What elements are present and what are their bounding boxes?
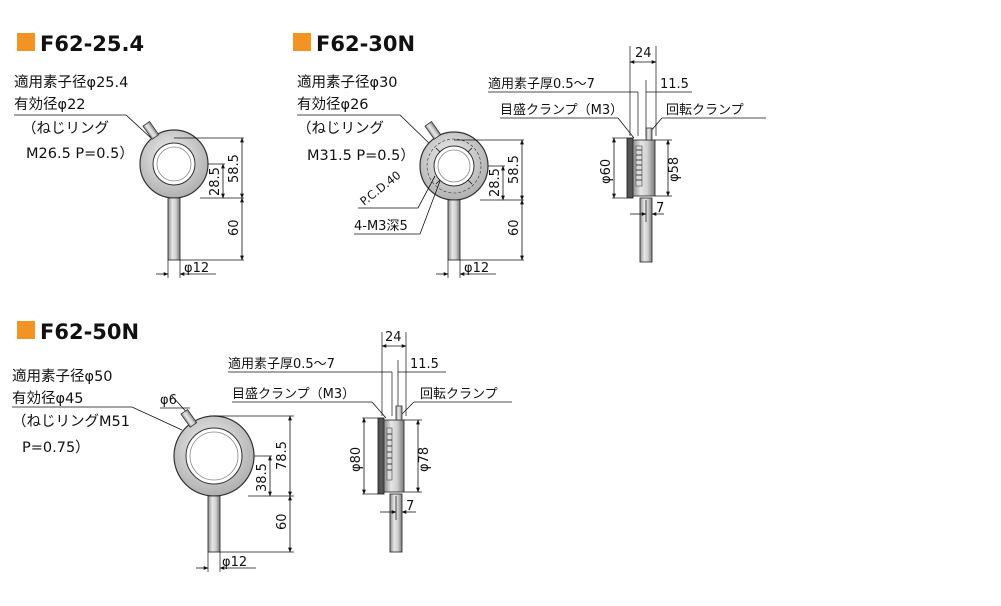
dim-offset: 11.5 [410,357,439,372]
part-f62-25-4: F62-25.4 適用素子径φ25.4 有効径φ22 （ねじリング M26.5 … [14,32,244,278]
part-f62-30n: F62-30N 適用素子径φ30 有効径φ26 （ねじリング M31.5 P=0… [293,32,524,278]
leader-line [297,114,435,149]
spec-line-2: 有効径φ45 [12,390,84,407]
spec-line-1: 適用素子径φ30 [297,73,398,91]
dim-post-offset: 7 [656,201,664,216]
side-view-f62-30n: 24 適用素子厚0.5〜7 11.5 目盛クランプ（M3） 回転クランプ φ60… [488,46,766,263]
dim-height-total: 58.5 [227,154,242,183]
front-plate [626,137,634,199]
part-title: F62-50N [40,320,139,344]
post [389,493,403,553]
clamp-scale-label: 目盛クランプ（M3） [232,387,355,402]
dim-post-length: 60 [275,513,290,530]
screw-label: φ6 [160,393,177,408]
dim-height-center: 28.5 [488,168,503,197]
aperture [433,145,475,187]
dim-height-total: 78.5 [275,441,290,470]
spec-line-4: M31.5 P=0.5） [307,147,415,164]
holes-leader [354,180,441,235]
dim-inner-diameter: φ78 [417,447,432,472]
part-f62-50n: F62-50N 適用素子径φ50 有効径φ45 （ねじリングM51 P=0.75… [12,320,294,572]
dim-post-diameter: φ12 [222,555,247,570]
dim-offset: 11.5 [660,77,689,92]
thickness-label: 適用素子厚0.5〜7 [228,356,335,372]
dim-width: 24 [385,330,402,345]
title-marker [293,33,311,51]
dim-post-offset: 7 [406,499,414,514]
clamp-screw [180,408,198,428]
dim-post-diameter: φ12 [184,261,209,276]
dim-outer-diameter: φ80 [349,447,364,472]
pcd-leader [358,175,436,209]
rotation-clamp [645,127,653,141]
rotation-clamp [395,405,403,421]
clamp-screw [142,120,160,140]
side-view-f62-50n: 24 適用素子厚0.5〜7 11.5 目盛クランプ（M3） 回転クランプ φ80… [228,330,512,553]
part-title: F62-25.4 [40,32,144,56]
part-title: F62-30N [316,32,415,56]
thread-ring [156,146,192,182]
dim-height-total: 58.5 [507,155,522,184]
dim-post-length: 60 [507,219,522,236]
title-marker [17,33,35,51]
clamp-rot-label: 回転クランプ [666,103,744,118]
spec-line-3: （ねじリング [22,120,109,137]
thread-ring [189,431,239,481]
post [447,199,461,261]
spec-line-4: P=0.75） [22,439,90,456]
scale [635,145,643,187]
spec-line-3: （ねじリングM51 [12,413,130,430]
spec-line-2: 有効径φ22 [14,96,86,113]
spec-line-1: 適用素子径φ50 [12,367,113,385]
post [207,495,221,553]
clamp-scale-label: 目盛クランプ（M3） [500,103,623,118]
pcd-label: P.C.D.40 [357,168,403,208]
clamp-rot-label: 回転クランプ [420,387,498,402]
holes-label: 4-M3深5 [354,219,408,234]
dim-post-diameter: φ12 [464,261,489,276]
scale [386,427,393,481]
dim-height-center: 38.5 [255,463,270,492]
pcd-circle [426,138,482,194]
spec-line-3: （ねじリング [297,120,384,137]
leader-line [12,406,183,431]
spec-line-2: 有効径φ26 [297,96,369,113]
dim-outer-diameter: φ60 [599,159,614,184]
dim-inner-diameter: φ58 [667,157,682,182]
tapped-holes [435,147,473,185]
aperture [185,427,243,485]
spec-line-4: M26.5 P=0.5） [26,145,134,162]
dim-post-length: 60 [227,219,242,236]
thickness-label: 適用素子厚0.5〜7 [488,76,595,92]
aperture [152,142,196,186]
dim-height-center: 28.5 [208,167,223,196]
clamp-screw [424,120,442,140]
post [167,197,181,261]
dim-width: 24 [635,46,652,61]
front-plate [377,417,385,495]
spec-line-1: 適用素子径φ25.4 [14,73,128,91]
title-marker [17,321,35,339]
thread-ring [437,149,471,183]
